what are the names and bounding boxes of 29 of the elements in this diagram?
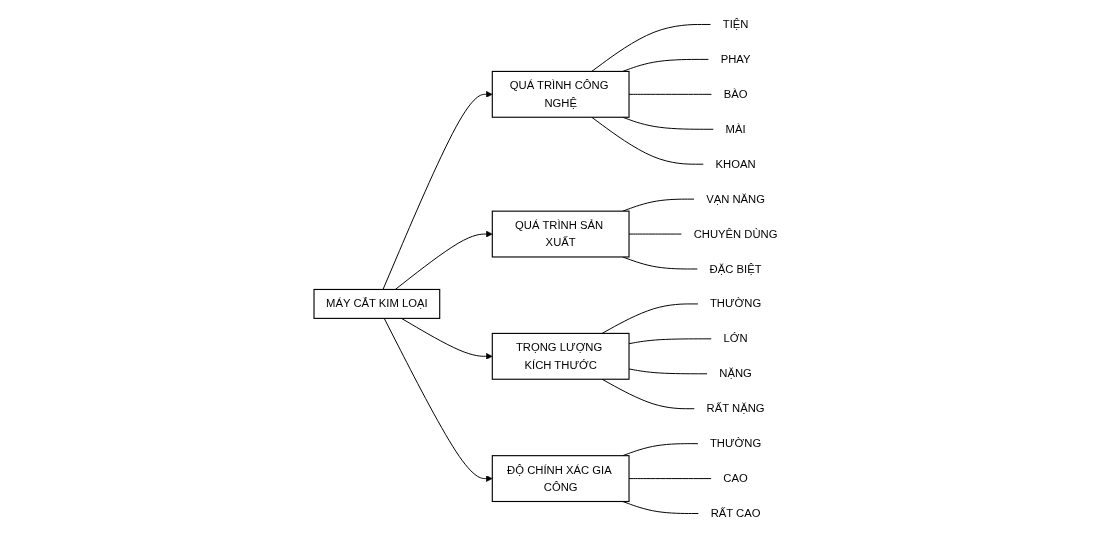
connector — [628, 338, 712, 345]
connector — [601, 378, 695, 410]
node-box: TRỌNG LƯỢNG KÍCH THƯỚC — [491, 332, 630, 380]
connector — [590, 116, 704, 165]
node-text: TIỆN — [722, 17, 749, 31]
node-text: VẠN NĂNG — [705, 192, 765, 205]
node-text: NẶNG — [719, 366, 752, 380]
node-text: THƯỜNG — [709, 296, 761, 310]
node-text: ĐẶC BIỆT — [709, 262, 762, 275]
node-text: KHOAN — [715, 157, 756, 171]
node-box: QUÁ TRÌNH SẢN XUẤT — [491, 210, 630, 258]
connector — [628, 368, 708, 375]
node-text: BÀO — [723, 87, 748, 101]
node-text: CHUYÊN DÙNG — [693, 227, 778, 240]
connector — [628, 233, 682, 235]
node-text: LỚN — [723, 331, 748, 345]
node-text: PHAY — [720, 52, 751, 66]
node-text: CAO — [723, 471, 748, 485]
connector — [628, 93, 712, 95]
connector — [601, 303, 699, 334]
node-box: MÁY CẮT KIM LOẠI — [313, 288, 440, 319]
connector — [590, 24, 711, 72]
node-text: THƯỜNG — [709, 436, 761, 450]
node-box: ĐỘ CHÍNH XÁC GIA CÔNG — [491, 455, 630, 503]
node-text: RẤT NẶNG — [706, 401, 765, 415]
connector — [628, 478, 712, 480]
node-text: RẤT CAO — [710, 506, 761, 520]
node-box: QUÁ TRÌNH CÔNG NGHỆ — [491, 70, 630, 118]
node-text: MÀI — [725, 122, 746, 136]
